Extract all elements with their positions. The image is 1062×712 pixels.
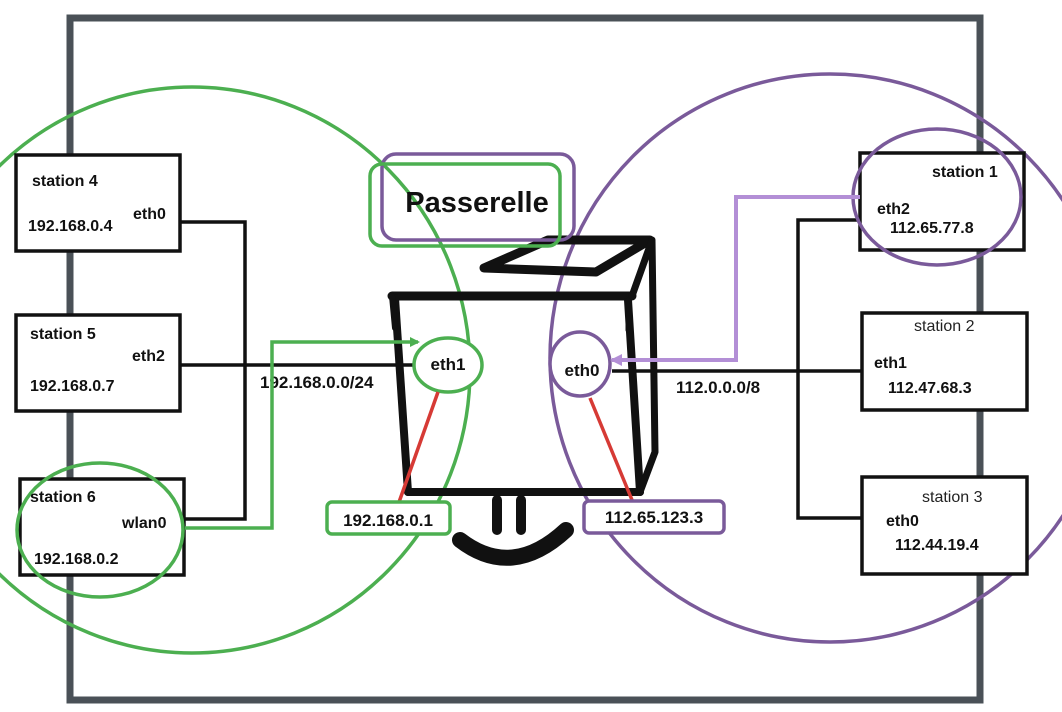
- eth0-ip-leader: [588, 397, 634, 501]
- eth0-ip: 112.65.123.3: [605, 508, 703, 527]
- eth1-ip-box: [325, 500, 452, 536]
- station2-iface: eth1: [874, 355, 907, 372]
- station3-iface: eth0: [886, 513, 919, 530]
- station4-name: station 4: [32, 173, 98, 190]
- station-boxes: [14, 151, 1029, 577]
- station2-box: [860, 311, 1029, 412]
- station5-iface: eth2: [132, 348, 165, 365]
- title-green-box: [368, 162, 562, 248]
- station5-name: station 5: [30, 326, 96, 343]
- gateway-title: Passerelle: [405, 187, 549, 219]
- station3-ip: 112.44.19.4: [895, 537, 979, 554]
- station2-ip: 112.47.68.3: [888, 380, 972, 397]
- station1-box: [858, 151, 1026, 252]
- station4-ip: 192.168.0.4: [28, 218, 113, 235]
- station2-name: station 2: [914, 318, 975, 335]
- station6-iface: wlan0: [121, 515, 167, 532]
- eth0-ip-box: [582, 499, 726, 535]
- wan-subnet-label: 112.0.0.0/8: [676, 378, 760, 397]
- lan-wiring: [180, 220, 430, 521]
- station4-box: [14, 153, 182, 253]
- station5-box: [14, 313, 182, 413]
- eth1-ip: 192.168.0.1: [343, 511, 433, 530]
- station6-circle: [15, 461, 185, 599]
- eth2-to-eth0-arrow: [610, 195, 860, 366]
- station1-name: station 1: [932, 164, 998, 181]
- station6-box: [18, 477, 186, 577]
- station3-name: station 3: [922, 489, 983, 506]
- station1-iface: eth2: [877, 201, 910, 218]
- outer-frame: [66, 14, 984, 704]
- station6-ip: 192.168.0.2: [34, 551, 119, 568]
- title-purple-box: [380, 152, 576, 242]
- lan-subnet-label: 192.168.0.0/24: [260, 373, 374, 392]
- station4-iface: eth0: [133, 206, 166, 223]
- station1-ip: 112.65.77.8: [890, 220, 974, 237]
- station6-name: station 6: [30, 489, 96, 506]
- eth1-circle: [412, 336, 484, 394]
- eth1-ip-leader: [396, 391, 440, 506]
- station3-box: [860, 475, 1029, 576]
- eth0-label: eth0: [565, 361, 600, 380]
- station5-ip: 192.168.0.7: [30, 378, 115, 395]
- wlan0-to-eth1-arrow: [185, 337, 420, 530]
- gateway-computer-sketch: [387, 235, 659, 566]
- eth1-label: eth1: [431, 355, 466, 374]
